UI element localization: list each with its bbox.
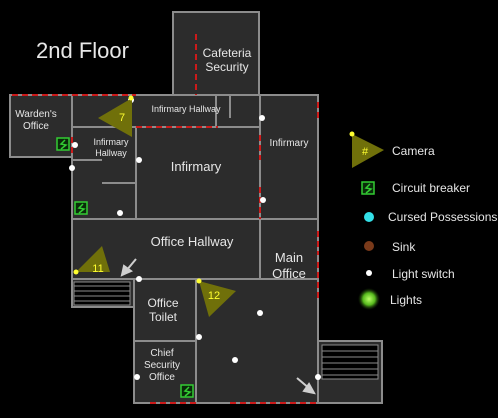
room-label-wardens-office: Warden's Office [15, 109, 57, 132]
camera-11-label: 11 [92, 263, 103, 275]
light-switch-dot [260, 197, 266, 203]
legend-circuit-breaker-label: Circuit breaker [392, 181, 471, 195]
legend-lights-glow [358, 288, 380, 310]
room-label-office-toilet: Office Toilet [147, 296, 179, 325]
light-switch-dot [134, 374, 140, 380]
legend-cursed-possessions-dot [364, 212, 374, 222]
light-switch-dot [315, 374, 321, 380]
legend-lights-label: Lights [390, 293, 423, 307]
room-label-infirmary-hallway-top: Infirmary Hallway [151, 104, 221, 114]
light-switch-dot [196, 334, 202, 340]
room-label-cafeteria-security: Cafeteria Security [202, 46, 252, 75]
room-label-infirmary-hallway-left: Infirmary Hallway [93, 137, 129, 158]
light-switches [69, 97, 321, 380]
room-label-infirmary-right: Infirmary [269, 138, 309, 149]
circuit-breakers [56, 137, 194, 398]
camera-12: 12 [196, 278, 236, 317]
direction-arrow-icon [120, 258, 137, 277]
stairs-right [321, 344, 379, 380]
legend-camera-symbol: # [362, 146, 369, 158]
camera-7-label: 7 [119, 112, 125, 124]
light-switch-dot [259, 115, 265, 121]
legend-camera-label: Camera [392, 144, 435, 158]
legend-sink-dot [364, 241, 374, 251]
doors [12, 34, 319, 404]
infirmary-right-room [259, 94, 319, 220]
light-switch-dot [136, 157, 142, 163]
room-label-infirmary: Infirmary [170, 159, 222, 174]
legend-cursed-possessions-label: Cursed Possessions [388, 210, 498, 224]
circuit-breaker-icon [180, 384, 194, 398]
circuit-breaker-icon [74, 201, 88, 215]
camera-12-label: 12 [208, 290, 220, 302]
light-switch-dot [232, 357, 238, 363]
direction-arrow-icon [296, 377, 316, 395]
room-label-main-office: Main Office [272, 250, 306, 281]
light-switch-dot [136, 276, 142, 282]
light-switch-dot [117, 210, 123, 216]
legend-camera-icon: # [349, 131, 384, 168]
legend-light-switch-label: Light switch [392, 267, 455, 281]
cafeteria-security-room [172, 11, 260, 96]
floor-title: 2nd Floor [36, 38, 129, 63]
camera-7: 7 [98, 95, 134, 137]
room-label-office-hallway: Office Hallway [150, 234, 234, 249]
legend-light-switch-dot [366, 270, 372, 276]
light-switch-dot [72, 142, 78, 148]
stairs-left [73, 281, 131, 306]
legend-sink-label: Sink [392, 240, 416, 254]
camera-11: 11 [73, 246, 110, 275]
room-label-chief-security-office: Chief Security Office [143, 348, 181, 383]
light-switch-dot [69, 165, 75, 171]
legend-circuit-breaker-icon [361, 181, 375, 195]
light-switch-dot [257, 310, 263, 316]
circuit-breaker-icon [56, 137, 70, 151]
